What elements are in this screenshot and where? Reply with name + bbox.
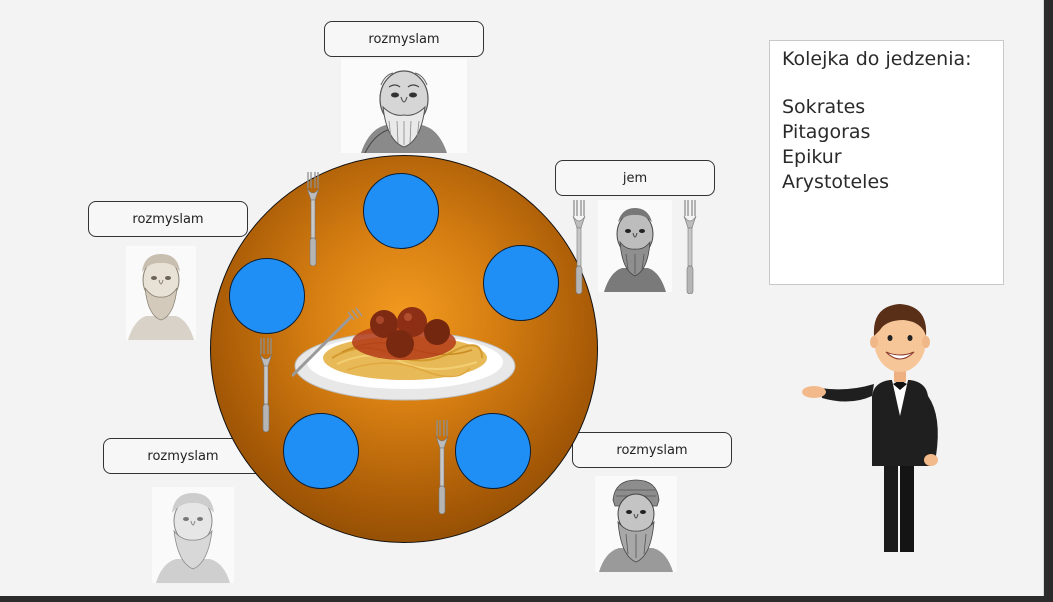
philosopher-portrait-bottom-left [152,487,234,583]
queue-item: Sokrates [782,96,866,118]
spaghetti-bowl [290,292,518,406]
philosopher-portrait-left [126,246,196,340]
status-label-bottom-right: rozmyslam [572,432,732,468]
status-label-top: rozmyslam [324,21,484,57]
queue-item: Epikur [782,146,842,168]
philosopher-portrait-right [598,200,672,292]
fork-right-right [683,200,697,294]
plate-right [483,245,559,321]
queue-item: Pitagoras [782,121,871,143]
status-text: jem [622,170,648,186]
status-text: rozmyslam [368,31,440,47]
plate-bottom-right [455,413,531,489]
queue-item: Arystoteles [782,171,890,193]
plate-top [363,173,439,249]
status-text: rozmyslam [132,211,204,227]
status-text: rozmyslam [616,442,688,458]
eating-queue-panel: Kolejka do jedzenia: Sokrates Pitagoras … [769,40,1004,285]
fork-bottom [435,420,449,514]
philosopher-portrait-top [341,59,467,153]
status-text: rozmyslam [147,448,219,464]
status-label-right: jem [555,160,715,196]
plate-bottom-left [283,413,359,489]
queue-title: Kolejka do jedzenia: [782,48,972,70]
plate-left [229,258,305,334]
fork-top-left [306,172,320,266]
philosopher-portrait-bottom-right [595,476,677,572]
fork-right-left [572,200,586,294]
status-label-left: rozmyslam [88,201,248,237]
fork-left [259,338,273,432]
waiter-figure [800,296,950,556]
